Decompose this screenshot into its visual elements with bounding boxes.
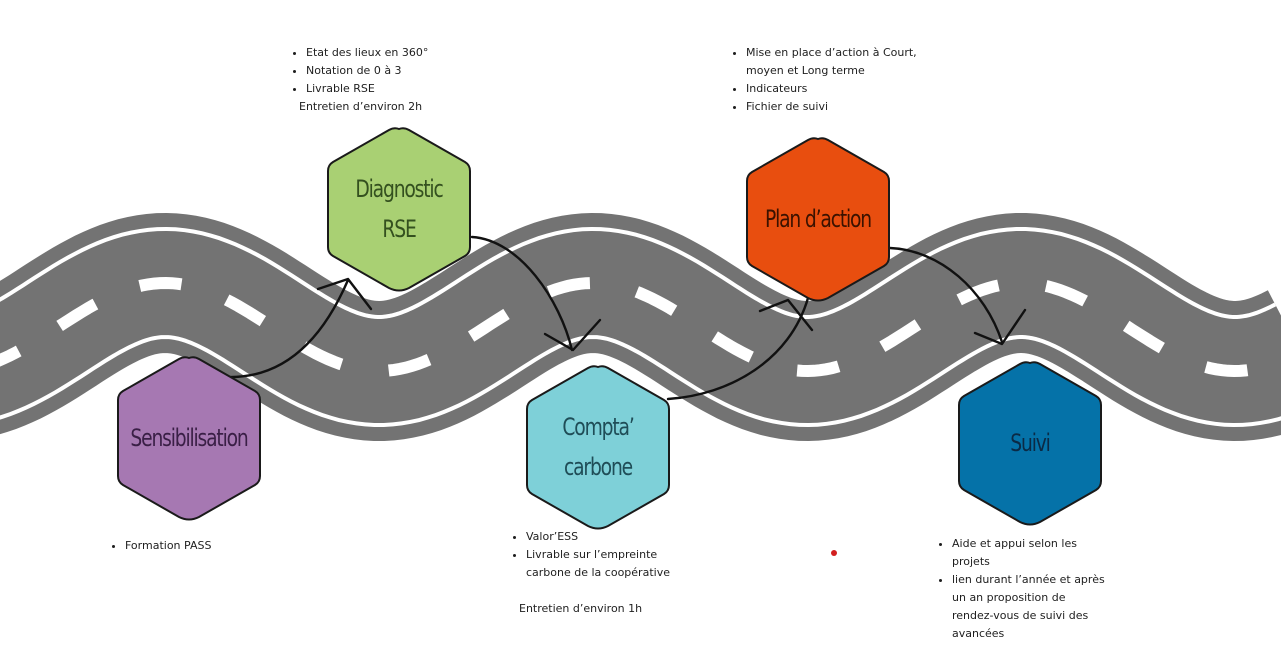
hexagon-shape <box>117 356 261 521</box>
step-plan-action[interactable]: Plan d’action <box>745 136 891 302</box>
step-label: Diagnostic RSE <box>355 175 443 243</box>
step-diagnostic-rse[interactable]: Diagnostic RSE <box>326 126 472 292</box>
note-bullet: Formation PASS <box>125 537 299 555</box>
hexagon-shape <box>746 137 890 302</box>
note-bullet: Mise en place d’action à Court, moyen et… <box>746 44 920 80</box>
step-label: Plan d’action <box>764 205 872 233</box>
winding-road <box>0 212 1281 442</box>
note-bullet: lien durant l’année et après un an propo… <box>952 571 1106 643</box>
note-bullet: Aide et appui selon les projets <box>952 535 1106 571</box>
arrow-plan-to-suivi <box>888 246 1004 344</box>
note-bullet: Fichier de suivi <box>746 98 920 116</box>
note-plan-action: Mise en place d’action à Court, moyen et… <box>720 44 920 116</box>
arrow-head-diagnostic <box>316 277 373 311</box>
note-footer: Entretien d’environ 2h <box>299 100 423 113</box>
note-bullet: Etat des lieux en 360° <box>306 44 480 62</box>
note-diagnostic: Etat des lieux en 360° Notation de 0 à 3… <box>280 44 480 116</box>
note-sensibilisation: Formation PASS <box>99 537 299 555</box>
arrow-head-plan <box>758 298 814 332</box>
arrow-sensibilisation-to-diagnostic <box>226 278 350 379</box>
note-bullet: Livrable RSE <box>306 80 480 98</box>
note-compta-carbone: Valor’ESS Livrable sur l’empreinte carbo… <box>500 528 680 618</box>
road-center-dashes <box>0 276 1281 378</box>
arrow-head-suivi <box>973 308 1027 346</box>
note-footer: Entretien d’environ 1h <box>519 602 643 615</box>
note-bullet: Indicateurs <box>746 80 920 98</box>
step-label: Suivi <box>1010 429 1051 457</box>
note-suivi: Aide et appui selon les projets lien dur… <box>926 535 1106 643</box>
hexagon-shape <box>526 365 670 530</box>
arrow-head-compta <box>543 318 602 352</box>
step-label: Compta’ carbone <box>562 413 634 481</box>
note-bullet: Livrable sur l’empreinte carbone de la c… <box>526 546 680 582</box>
hexagon-shape <box>958 361 1102 526</box>
step-arrows <box>226 235 1027 401</box>
note-bullet: Valor’ESS <box>526 528 680 546</box>
step-suivi[interactable]: Suivi <box>957 360 1103 526</box>
arrow-diagnostic-to-compta <box>470 235 574 352</box>
marker-dot <box>831 550 837 556</box>
arrow-compta-to-plan <box>666 296 810 401</box>
hexagon-shape <box>327 127 471 292</box>
step-label: Sensibilisation <box>130 424 248 452</box>
step-sensibilisation[interactable]: Sensibilisation <box>116 355 262 521</box>
note-bullet: Notation de 0 à 3 <box>306 62 480 80</box>
step-compta-carbone[interactable]: Compta’ carbone <box>525 364 671 530</box>
